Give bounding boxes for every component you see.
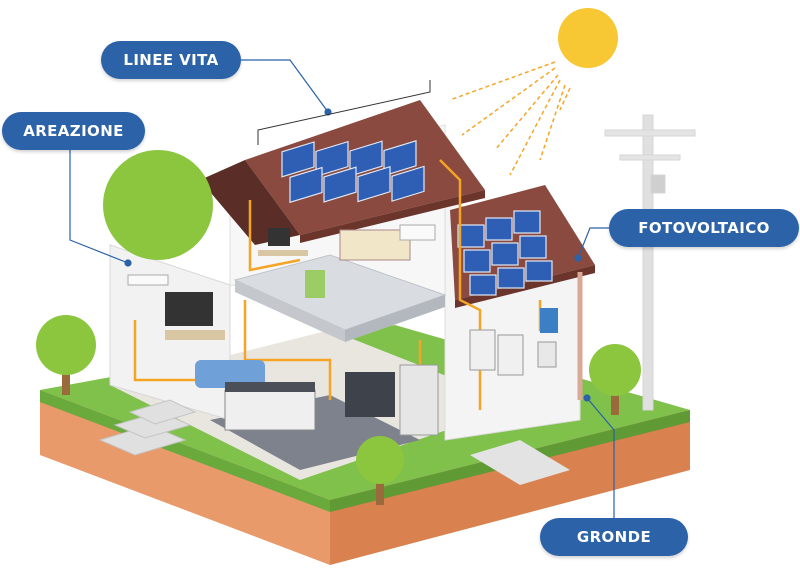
sun-icon xyxy=(449,8,618,176)
utility-pole-icon xyxy=(604,114,696,411)
tree-icon xyxy=(356,436,404,505)
furniture xyxy=(127,224,558,436)
label-fotovoltaico: FOTOVOLTAICO xyxy=(609,209,799,247)
tree-icon xyxy=(36,315,96,395)
solar-panel-side xyxy=(457,210,553,296)
entry-stairs xyxy=(98,399,197,456)
solar-panel-icon xyxy=(281,140,425,204)
front-path xyxy=(470,440,570,485)
tree-icon xyxy=(589,344,641,415)
label-gronde: GRONDE xyxy=(540,518,688,556)
label-areazione: AREAZIONE xyxy=(2,112,145,150)
tree-icon xyxy=(103,150,213,260)
label-linee-vita: LINEE VITA xyxy=(101,41,241,79)
leader-lines xyxy=(69,59,615,518)
